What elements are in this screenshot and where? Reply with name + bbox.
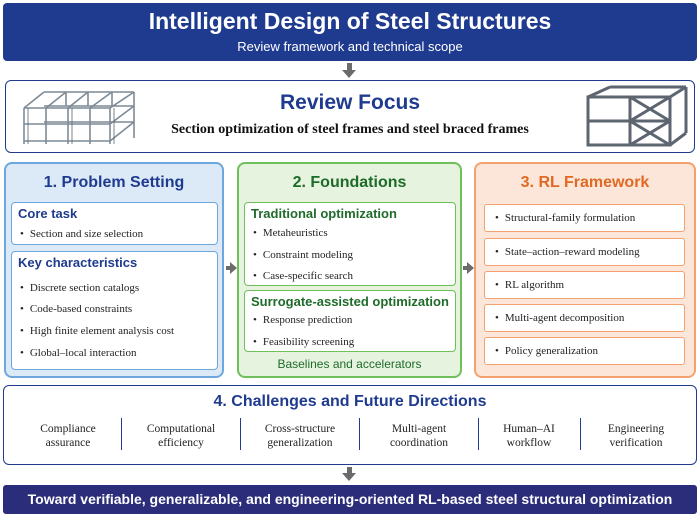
rl-item: Policy generalization [484,337,685,365]
arrow-down-head-2 [342,473,356,481]
rl-item-label: Policy generalization [495,345,598,357]
rl-item: State–action–reward modeling [484,238,685,266]
list-item: High finite element analysis cost [20,325,174,337]
rl-item-label: Multi-agent decomposition [495,312,624,324]
rl-framework-title: 3. RL Framework [520,174,650,191]
baselines-caption: Baselines and accelerators [277,357,422,371]
list-item: Global–local interaction [20,347,137,359]
list-item: Case-specific search [253,270,353,282]
focus-title: Review Focus [279,91,421,114]
header-banner: Intelligent Design of Steel Structures R… [3,3,697,61]
footer-banner: Toward verifiable, generalizable, and en… [3,485,697,514]
list-item: Section and size selection [20,228,143,240]
challenge-line: Human–AI [503,423,555,435]
challenge-line: Multi-agent [391,423,447,435]
problem-setting-title: 1. Problem Setting [43,174,185,191]
challenge-item: Human–AI workflow [479,422,579,450]
braced-frame-icon [586,85,688,147]
traditional-optimization-title: Traditional optimization [251,206,397,221]
surrogate-assisted-box: Surrogate-assisted optimization Response… [244,290,456,352]
main-title: Intelligent Design of Steel Structures [148,8,552,34]
divider [580,418,581,450]
key-characteristics-box: Key characteristics Discrete section cat… [11,251,218,370]
foundations-title: 2. Foundations [292,174,407,191]
challenges-title: 4. Challenges and Future Directions [213,393,487,410]
divider [478,418,479,450]
challenge-item: Computational efficiency [122,422,240,450]
arrow-down-1 [347,63,352,70]
challenge-line: Computational [146,423,216,435]
list-item: Constraint modeling [253,249,353,261]
rl-item-label: State–action–reward modeling [495,246,640,258]
challenge-line: verification [609,437,663,449]
problem-setting-panel: 1. Problem Setting Core task Section and… [4,162,224,378]
main-subtitle: Review framework and technical scope [237,39,463,54]
challenge-item: Cross-structure generalization [241,422,359,450]
list-item: Response prediction [253,314,353,326]
challenge-line: Compliance [40,423,96,435]
arrow-down-2 [347,467,352,473]
challenge-item: Engineering verification [581,422,691,450]
rl-framework-panel: 3. RL Framework Structural-family formul… [474,162,696,378]
rl-item-label: Structural-family formulation [495,212,635,224]
challenge-line: workflow [506,437,552,449]
steel-frame-3d-icon [23,91,135,144]
divider [121,418,122,450]
list-item: Metaheuristics [253,227,328,239]
core-task-title: Core task [18,206,78,221]
rl-item: Structural-family formulation [484,204,685,232]
divider [359,418,360,450]
surrogate-assisted-title: Surrogate-assisted optimization [251,294,449,309]
challenges-box: 4. Challenges and Future Directions Comp… [3,385,697,465]
arrow-down-head-1 [342,70,356,78]
challenge-line: efficiency [158,437,204,449]
list-item: Feasibility screening [253,336,354,348]
arrow-right-head-1 [230,262,237,274]
arrow-right-1 [226,266,231,270]
arrow-right-2 [463,266,468,270]
challenge-line: assurance [45,437,91,449]
review-focus-box: Review Focus Section optimization of ste… [5,80,695,153]
challenge-line: Cross-structure [264,423,336,435]
challenge-item: Compliance assurance [12,422,124,450]
rl-item-label: RL algorithm [495,279,564,291]
key-characteristics-title: Key characteristics [18,255,138,270]
rl-item: Multi-agent decomposition [484,304,685,332]
challenge-line: coordination [389,437,449,449]
rl-item: RL algorithm [484,271,685,299]
traditional-optimization-box: Traditional optimization Metaheuristics … [244,202,456,286]
list-item: Discrete section catalogs [20,282,139,294]
foundations-panel: 2. Foundations Traditional optimization … [237,162,462,378]
arrow-right-head-2 [467,262,474,274]
challenge-line: Engineering [607,423,665,435]
core-task-box: Core task Section and size selection [11,202,218,245]
list-item: Code-based constraints [20,303,132,315]
challenge-item: Multi-agent coordination [360,422,478,450]
challenge-line: generalization [267,437,333,449]
divider [240,418,241,450]
focus-subtitle: Section optimization of steel frames and… [171,122,529,137]
